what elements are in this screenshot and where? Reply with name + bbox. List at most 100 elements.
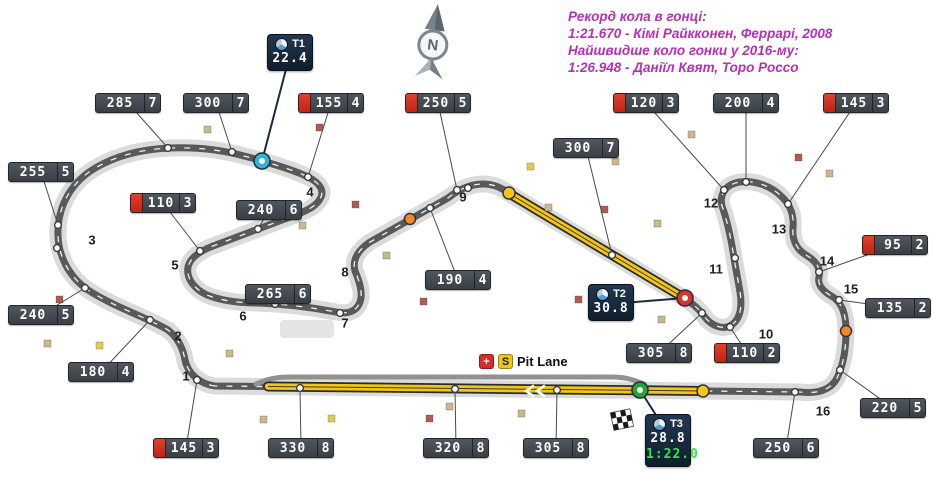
special-markers — [253, 152, 853, 399]
track-point — [607, 250, 617, 260]
gear-value: 3 — [206, 440, 215, 456]
divider — [294, 285, 295, 303]
gear-value: 4 — [766, 95, 775, 111]
track-point — [450, 384, 460, 394]
sector-head: T1 — [268, 38, 312, 51]
corner-number: 1 — [182, 368, 190, 384]
sector-2-panel: T2 30.8 — [588, 284, 634, 321]
speed-gear-label: 305 8 — [626, 343, 692, 363]
leader-line — [437, 102, 458, 191]
sector-pointer-line — [261, 53, 291, 162]
divider — [57, 163, 58, 181]
gear-value: 8 — [321, 440, 330, 456]
corner-number: 4 — [306, 184, 314, 200]
record-title: Рекорд кола в гонці: — [568, 9, 707, 24]
speed-gear-label: 300 7 — [183, 93, 249, 113]
divider — [909, 399, 910, 417]
sector-label: T1 — [292, 38, 305, 50]
corner-number: 16 — [815, 403, 831, 419]
track-point — [163, 143, 173, 153]
speed-value: 240 — [19, 307, 47, 323]
speed-value: 320 — [434, 440, 462, 456]
building-marker — [43, 339, 52, 348]
building-marker — [794, 153, 803, 162]
track-point — [227, 147, 237, 157]
track-point — [195, 246, 205, 256]
sector-3-panel: T3 28.8 1:22.0 — [645, 414, 699, 467]
drs-detection-point — [839, 324, 853, 338]
building-marker — [382, 251, 391, 260]
leader-line — [307, 102, 332, 178]
gear-value: 2 — [915, 237, 924, 253]
gear-value: 7 — [236, 95, 245, 111]
paddock-building — [280, 320, 334, 338]
sector-marker-center — [637, 387, 643, 393]
speed-value: 285 — [106, 95, 134, 111]
sector-marker-center — [259, 158, 265, 164]
sector-label: T3 — [670, 418, 683, 430]
track-point — [253, 224, 263, 234]
braking-zone-marker — [614, 94, 626, 112]
building-marker — [55, 295, 64, 304]
divider — [914, 299, 915, 317]
speed-value: 240 — [247, 202, 275, 218]
track-point — [53, 220, 63, 230]
divider — [179, 194, 180, 212]
pit-cross-icon: + — [479, 354, 494, 369]
building-marker — [653, 219, 662, 228]
divider — [57, 306, 58, 324]
track-point — [834, 295, 844, 305]
speed-value: 145 — [840, 95, 868, 111]
speed-value: 110 — [147, 195, 175, 211]
drs-activation-point — [502, 186, 516, 200]
track-point — [552, 385, 562, 395]
gear-value: 7 — [606, 140, 615, 156]
braking-zone-marker — [299, 94, 311, 112]
track-point — [741, 177, 751, 187]
gear-value: 6 — [298, 286, 307, 302]
track-point — [790, 387, 800, 397]
divider — [347, 94, 348, 112]
speed-value: 220 — [871, 400, 899, 416]
divider — [763, 344, 764, 362]
sector-head: T2 — [589, 288, 633, 301]
corner-number: 3 — [88, 232, 96, 248]
finish-flag-icon — [609, 408, 636, 436]
speed-value: 190 — [436, 272, 464, 288]
sector-label: T2 — [613, 288, 626, 300]
speed-value: 300 — [194, 95, 222, 111]
pit-lane-road — [253, 374, 647, 387]
speed-value: 300 — [564, 140, 592, 156]
compass-n-label: N — [426, 36, 439, 54]
gear-value: 7 — [148, 95, 157, 111]
sector-clock-icon — [275, 38, 289, 51]
building-marker — [517, 409, 526, 418]
fastest-2016-value: 1:26.948 - Даніїл Квят, Торо Россо — [568, 60, 799, 75]
gear-value: 4 — [121, 364, 130, 380]
gear-value: 8 — [679, 345, 688, 361]
speed-value: 145 — [170, 440, 198, 456]
braking-zone-marker — [824, 94, 836, 112]
braking-zone-marker — [406, 94, 418, 112]
speed-value: 330 — [279, 440, 307, 456]
corner-number: 9 — [459, 189, 467, 205]
speed-value: 180 — [79, 364, 107, 380]
track-point — [425, 203, 435, 213]
divider — [474, 271, 475, 289]
lap-record-note: Рекорд кола в гонці: 1:21.670 - Кімі Рай… — [568, 8, 832, 76]
gear-value: 5 — [61, 164, 70, 180]
speed-value: 305 — [637, 345, 665, 361]
sector-lap-time: 1:22.0 — [646, 447, 699, 462]
